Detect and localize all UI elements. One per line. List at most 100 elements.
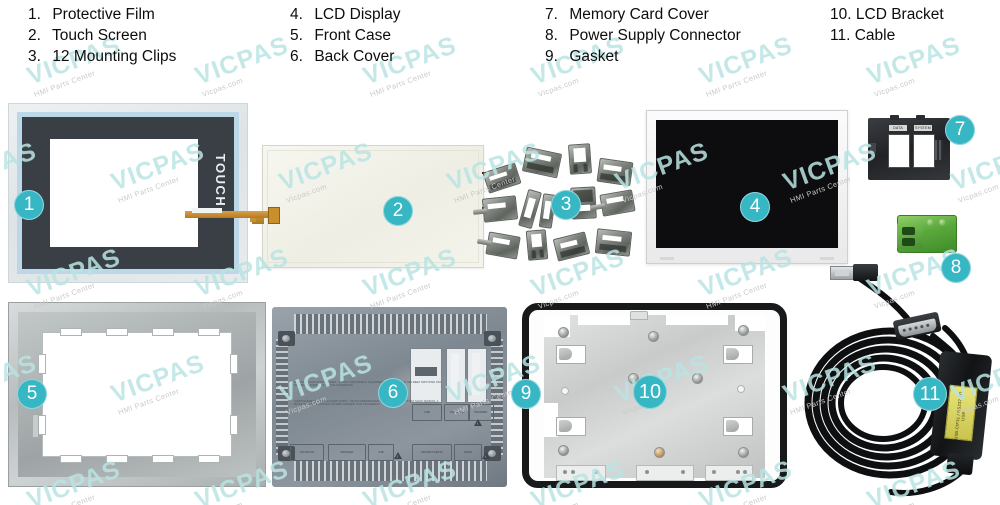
memory-card-label-system: SYSTEM	[914, 125, 932, 131]
bracket-hole	[737, 385, 745, 393]
protective-film-window	[50, 139, 198, 247]
front-case-slot	[198, 328, 220, 336]
clip-body	[552, 231, 591, 262]
foot-hole	[736, 470, 740, 474]
front-case-slot	[106, 328, 128, 336]
foot-hole	[743, 470, 747, 474]
badge-5: 5	[17, 379, 47, 409]
front-case-slot	[152, 455, 174, 463]
front-case-slot	[230, 415, 238, 435]
legend-number-10: 10.	[830, 6, 852, 23]
bracket-screw-brass	[654, 447, 665, 458]
legend-label-8: Power Supply Connector	[569, 27, 741, 44]
lcd-chin-left	[660, 257, 674, 260]
clip-body	[596, 157, 634, 187]
foot-hole	[712, 470, 716, 474]
watermark-brand: VICPAS	[947, 136, 1000, 197]
back-cover-vent-left	[276, 339, 288, 455]
power-connector-screw-2	[939, 219, 946, 226]
cable-usb-connector	[830, 264, 878, 281]
bracket-top-tab	[630, 311, 648, 320]
legend-item-11: 11. Cable	[830, 25, 944, 46]
clip-item	[594, 228, 633, 257]
legend-label-9: Gasket	[569, 48, 619, 65]
lcd-chin-right	[820, 257, 834, 260]
watermark-subtitle: Vicpas.com	[956, 181, 1000, 205]
screw-icon	[282, 335, 290, 342]
bracket-notch	[578, 315, 630, 325]
legend-item-4: 4. LCD Display	[290, 4, 400, 25]
back-cover-rating-label-3: USB	[368, 444, 394, 461]
clip-notch	[573, 147, 587, 163]
memory-card-label-data: DATA	[889, 125, 907, 131]
part-protective-film: TOUCH	[8, 103, 248, 283]
bracket-clamp-bottom-left	[556, 417, 586, 436]
clip-shadow	[573, 164, 578, 173]
foot-hole	[571, 470, 575, 474]
memory-card-slot-system	[913, 134, 935, 168]
screw-icon	[488, 335, 496, 342]
bracket-screw	[558, 327, 569, 338]
legend-label-10: LCD Bracket	[855, 6, 944, 23]
bracket-foot	[556, 465, 606, 481]
legend-label-7: Memory Card Cover	[569, 6, 709, 23]
db9-pin	[902, 328, 906, 332]
part-lcd-display	[646, 110, 848, 264]
bracket-clamp-top-right	[723, 345, 753, 364]
badge-6: 6	[378, 378, 408, 408]
badge-10: 10	[633, 375, 667, 409]
clip-item	[596, 157, 634, 187]
legend-label-1: Protective Film	[52, 6, 155, 23]
clip-shadow	[531, 250, 537, 259]
legend-number-7: 7.	[545, 6, 558, 23]
part-memory-card-cover: DATA SYSTEM	[868, 115, 950, 180]
bracket-notch	[666, 315, 728, 325]
legend-column-1: 1. Protective Film 2. Touch Screen 3. 12…	[28, 4, 176, 67]
front-case-slot	[60, 328, 82, 336]
front-case-slot	[60, 455, 82, 463]
clip-item	[521, 146, 563, 179]
bracket-notch	[544, 403, 558, 437]
protective-film-ribbon-cable	[185, 211, 275, 218]
usb-plastic-hood	[853, 264, 878, 281]
protective-film-ribbon-connector	[268, 207, 280, 224]
front-case-slot	[106, 455, 128, 463]
legend-column-2: 4. LCD Display 5. Front Case 6. Back Cov…	[290, 4, 400, 67]
front-case-slot	[38, 415, 46, 435]
legend-number-11: 11.	[830, 27, 851, 44]
memory-card-slot-data	[888, 134, 910, 168]
legend-number-8: 8.	[545, 27, 558, 44]
front-case-slot	[230, 354, 238, 374]
db9-pin	[914, 326, 918, 330]
front-case-slot	[38, 354, 46, 374]
badge-2: 2	[383, 196, 413, 226]
clip-shadow	[539, 249, 545, 258]
db9-pin	[908, 327, 912, 331]
back-cover-warning-fr: AVERTISSEMENT - RISQUE D'EXPLOSION - NE …	[294, 400, 439, 407]
power-connector-terminal-1	[902, 227, 915, 235]
bracket-screw	[738, 447, 749, 458]
legend-item-2: 2. Touch Screen	[28, 25, 176, 46]
back-cover-rating-label-1: X20 24V DC	[290, 444, 324, 461]
back-cover-port-usb-inner	[415, 367, 437, 376]
part-cable: USB-CIF31 / RS232 TO USB	[795, 258, 1000, 505]
clip-item	[482, 162, 522, 194]
part-front-case	[8, 302, 266, 487]
cable-label-text: USB-CIF31 / RS232 TO USB	[953, 391, 967, 441]
warning-triangle-icon	[482, 452, 490, 459]
cable-module-label: USB-CIF31 / RS232 TO USB	[944, 384, 978, 442]
front-case-side-tab	[32, 414, 39, 438]
part-touch-screen	[250, 145, 487, 268]
legend-number-9: 9.	[545, 48, 558, 65]
parts-legend: 1. Protective Film 2. Touch Screen 3. 12…	[0, 0, 1000, 80]
db9-pin	[925, 323, 929, 327]
clamp-arm	[559, 348, 572, 360]
warning-triangle-icon	[394, 452, 402, 459]
legend-item-6: 6. Back Cover	[290, 46, 400, 67]
bracket-clamp-top-left	[556, 345, 586, 364]
legend-label-6: Back Cover	[314, 48, 395, 65]
back-cover-port-label-usb: USB	[412, 404, 442, 421]
clip-item	[476, 231, 521, 260]
